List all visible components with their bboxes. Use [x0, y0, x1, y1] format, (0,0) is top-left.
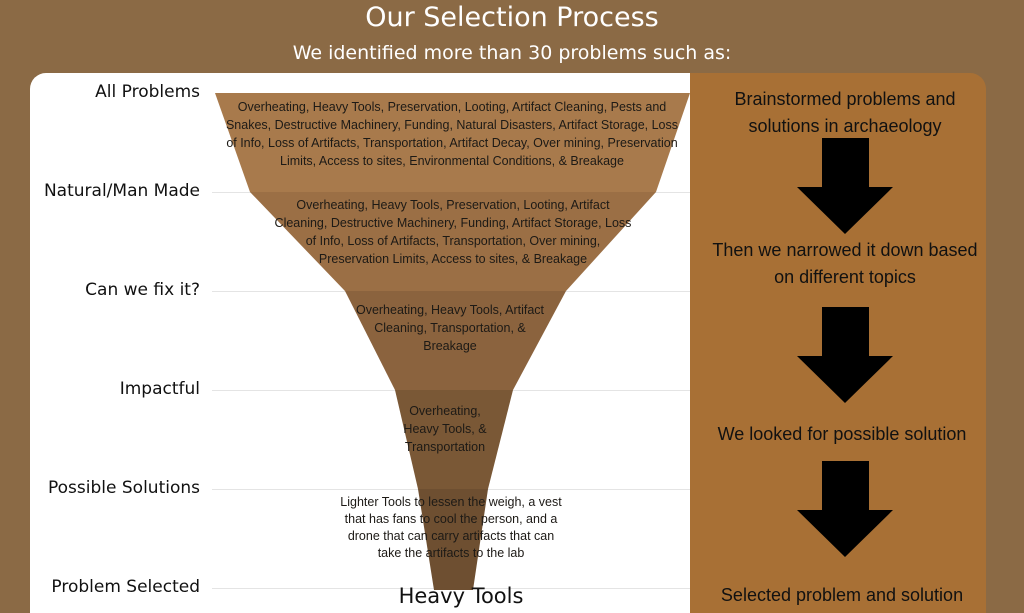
page-title: Our Selection Process: [365, 2, 659, 33]
funnel-segment: [345, 291, 566, 390]
stage-label: All Problems: [95, 82, 200, 102]
funnel-text: Lighter Tools to lessen the weigh, a ves…: [340, 495, 562, 560]
selected-problem: Heavy Tools: [398, 584, 524, 608]
arrow-down-icon: [797, 461, 893, 557]
step-text: We looked for possible solution: [717, 424, 967, 444]
funnel-text: Overheating, Heavy Tools, Artifact Clean…: [355, 303, 545, 353]
stage-label: Possible Solutions: [48, 478, 200, 498]
arrow-down-icon: [797, 138, 893, 234]
funnel-segment: [418, 489, 488, 590]
step-text: Selected problem and solution: [720, 585, 964, 605]
stage-label: Natural/Man Made: [43, 181, 200, 201]
stage-label: Impactful: [119, 379, 200, 399]
funnel-text: Overheating, Heavy Tools, Preservation, …: [225, 100, 679, 168]
funnel-text: Overheating, Heavy Tools, Preservation, …: [274, 198, 632, 266]
stage-label: Can we fix it?: [85, 280, 200, 300]
step-text: Then we narrowed it down based on differ…: [712, 240, 978, 287]
stage-label: Problem Selected: [51, 577, 200, 597]
page-subtitle: We identified more than 30 problems such…: [292, 42, 732, 64]
funnel-segment: [250, 192, 656, 291]
funnel-segment: [215, 93, 690, 192]
step-text: Brainstormed problems and solutions in a…: [734, 89, 956, 136]
funnel-segment: [395, 390, 513, 489]
funnel-text: Overheating, Heavy Tools, & Transportati…: [403, 404, 487, 454]
arrow-down-icon: [797, 307, 893, 403]
